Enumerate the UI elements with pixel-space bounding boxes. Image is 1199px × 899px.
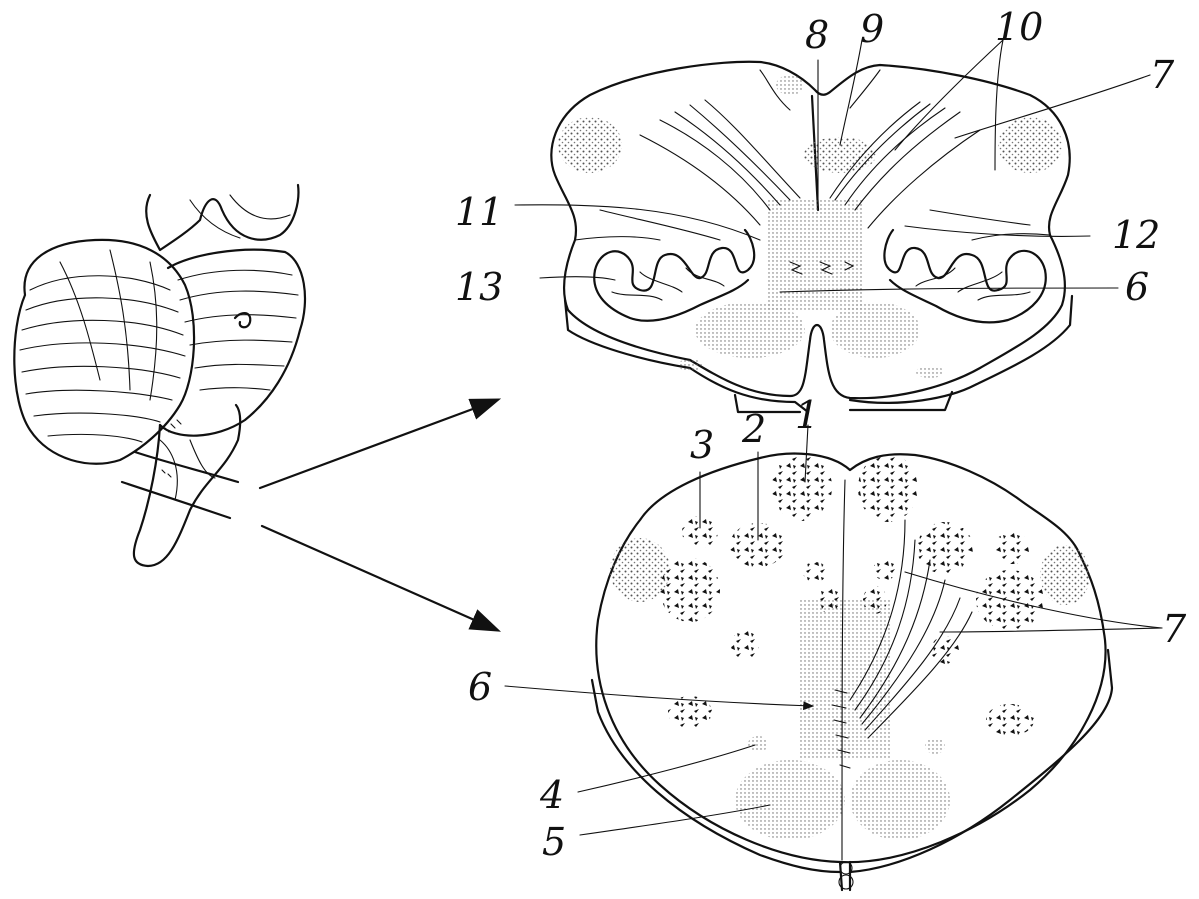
label-13: 13 [455, 265, 503, 309]
label-8: 8 [805, 13, 829, 57]
lower-cross-section [592, 453, 1112, 890]
label-12: 12 [1112, 213, 1160, 257]
label-6-lower: 6 [468, 665, 492, 709]
label-9: 9 [860, 7, 884, 51]
label-1: 1 [795, 393, 819, 437]
upper-cross-section [551, 62, 1072, 412]
label-4: 4 [539, 773, 564, 817]
brainstem-lateral-view [14, 185, 305, 566]
arrow-to-lower-section [262, 526, 497, 630]
label-5: 5 [542, 820, 566, 864]
label-7-upper: 7 [1150, 53, 1175, 97]
label-6-upper: 6 [1125, 265, 1149, 309]
label-3: 3 [690, 423, 714, 467]
label-7-lower: 7 [1162, 607, 1187, 651]
arrow-to-upper-section [260, 400, 497, 488]
label-10: 10 [995, 5, 1043, 49]
label-11: 11 [455, 190, 503, 234]
label-2: 2 [741, 407, 766, 451]
